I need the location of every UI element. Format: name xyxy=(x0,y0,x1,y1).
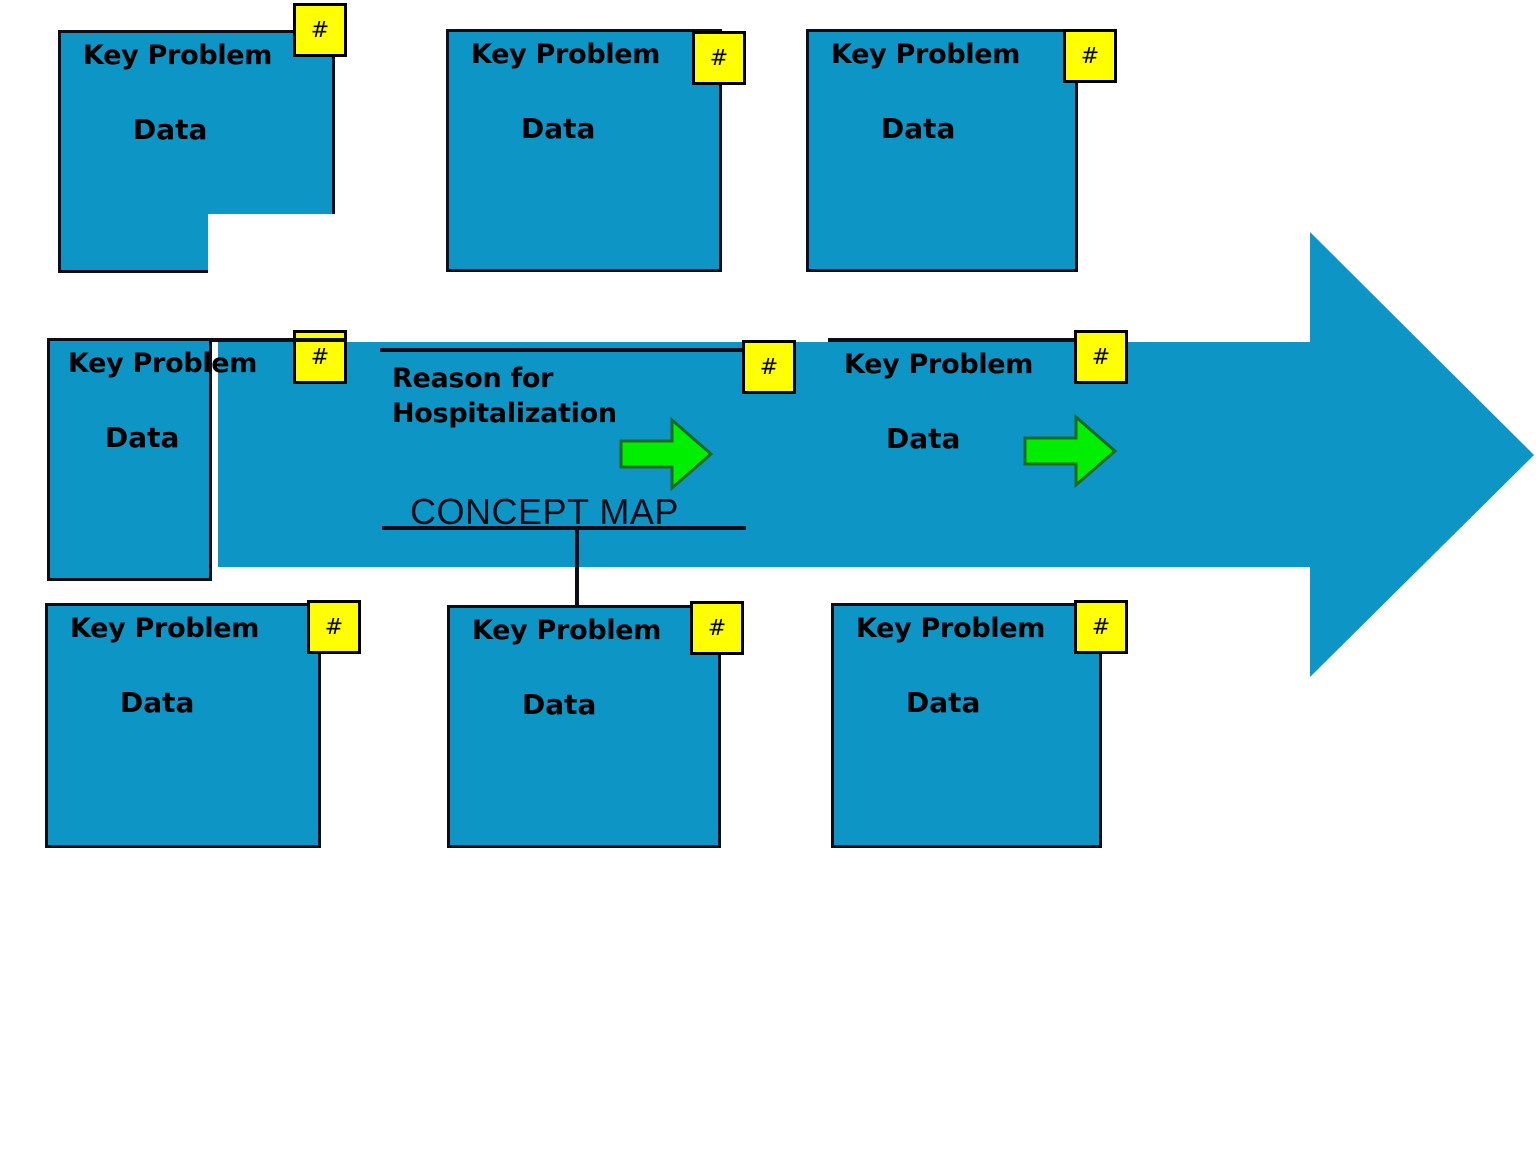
card-bottom-left[interactable]: Key Problem Data xyxy=(45,603,321,848)
card-bottom-center[interactable]: Key Problem Data xyxy=(447,605,721,848)
concept-map-underline xyxy=(382,526,746,530)
card-title: Key Problem xyxy=(83,40,273,71)
tag-bottom-left[interactable]: # xyxy=(307,600,361,654)
card-top-center[interactable]: Key Problem Data xyxy=(446,29,722,272)
card-bottom-right[interactable]: Key Problem Data xyxy=(831,603,1102,848)
tag-reason-for-hospitalization[interactable]: # xyxy=(742,340,796,394)
tag-bottom-right[interactable]: # xyxy=(1074,600,1128,654)
right-arrow-small-2 xyxy=(1023,413,1118,489)
card-data: Data xyxy=(522,688,597,721)
card-data: Data xyxy=(881,112,956,145)
tag-bottom-center[interactable]: # xyxy=(690,601,744,655)
concept-map-connector-line xyxy=(575,528,579,606)
card-title: Key Problem xyxy=(70,613,260,644)
card-title: Key Problem xyxy=(831,39,1021,70)
card-top-right[interactable]: Key Problem Data xyxy=(806,29,1078,272)
card-top-left-notch xyxy=(208,214,335,276)
tag-top-right[interactable]: # xyxy=(1063,29,1117,83)
card-title: Key Problem xyxy=(472,615,662,646)
card-title: Key Problem xyxy=(856,613,1046,644)
card-data: Data xyxy=(120,686,195,719)
tag-top-center[interactable]: # xyxy=(692,31,746,85)
card-middle-left[interactable]: Key Problem Data xyxy=(47,338,257,581)
card-title: Key Problem xyxy=(471,39,661,70)
card-data: Data xyxy=(521,112,596,145)
tag-middle-right[interactable]: # xyxy=(1074,330,1128,384)
page-title: CONCEPT MAP xyxy=(410,491,679,532)
card-title: Key Problem xyxy=(68,348,258,379)
card-data: Data xyxy=(105,421,180,454)
tag-top-left[interactable]: # xyxy=(293,3,347,57)
right-arrow-small-1 xyxy=(619,416,714,492)
card-title: Key Problem xyxy=(844,349,1034,380)
card-middle-left-top-rule xyxy=(212,338,347,342)
card-data: Data xyxy=(133,113,208,146)
card-middle-right[interactable]: Key Problem Data xyxy=(828,338,1100,566)
card-data: Data xyxy=(906,686,981,719)
card-data: Data xyxy=(886,422,961,455)
